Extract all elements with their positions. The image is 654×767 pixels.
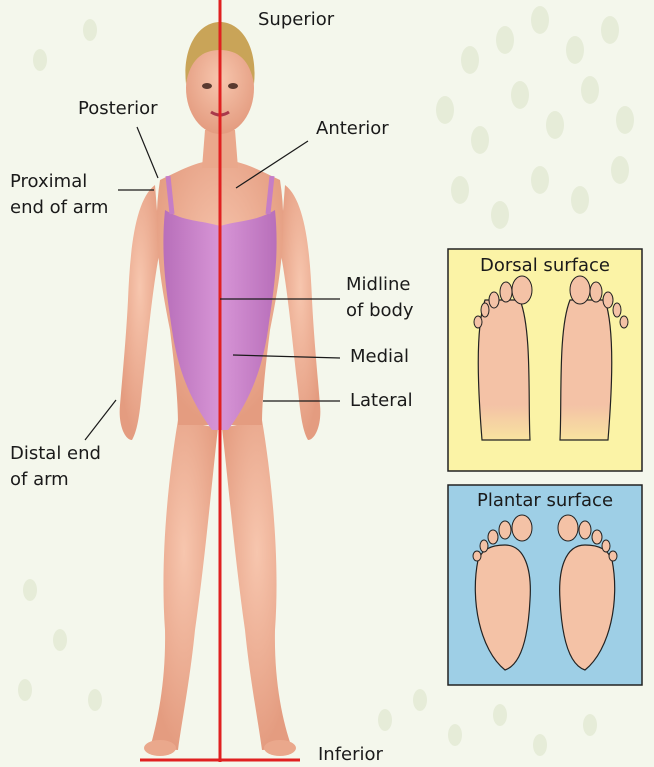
right-leg [222, 420, 292, 750]
label-superior: Superior [258, 9, 334, 31]
left-leg [150, 420, 218, 750]
label-midline-line1: Midline [346, 274, 410, 296]
dorsal-surface-title: Dorsal surface [448, 255, 642, 276]
label-midline-line2: of body [346, 300, 414, 322]
label-inferior: Inferior [318, 744, 383, 766]
label-proximal-line1: Proximal [10, 171, 87, 193]
plantar-surface-panel [448, 485, 642, 685]
left-arm [120, 185, 160, 440]
label-lateral: Lateral [350, 390, 413, 412]
label-proximal-line2: end of arm [10, 197, 108, 219]
label-distal-line2: of arm [10, 469, 69, 491]
label-medial: Medial [350, 346, 409, 368]
right-arm [280, 185, 320, 440]
label-anterior: Anterior [316, 118, 389, 140]
label-distal-line1: Distal end [10, 443, 101, 465]
plantar-surface-title: Plantar surface [448, 490, 642, 511]
dorsal-surface-panel [448, 249, 642, 471]
label-posterior: Posterior [78, 98, 158, 120]
